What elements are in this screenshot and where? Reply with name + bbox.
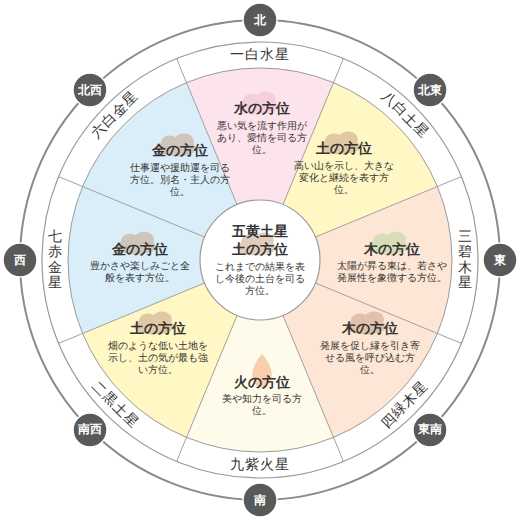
direction-name: 南西 [78, 421, 102, 438]
element-heading: 金の方位 [130, 141, 230, 159]
center-circle [200, 200, 320, 320]
element-heading: 水の方位 [216, 99, 308, 117]
star-name: 五黄土星 [212, 222, 308, 240]
star-name: 九紫火星 [230, 456, 290, 474]
element-heading: 金の方位 [88, 240, 192, 258]
element-description: 美や知力を司る方位。 [220, 393, 304, 418]
element-heading: 木の方位 [320, 319, 420, 337]
sector-text: 火の方位美や知力を司る方位。 [220, 373, 304, 418]
center-node: 五黄土星土の方位これまでの結果を表し今後の土台を司る方位。 [212, 222, 308, 297]
element-description: 豊かさや楽しみごと全般を表す方位。 [88, 260, 192, 285]
element-description: 仕事運や援助運を司る方位。別名・主人の方位。 [130, 162, 230, 199]
sector-text: 土の方位畑のような低い土地を示し、土の気が最も強い方位。 [108, 319, 208, 376]
direction-badge: 南西 [72, 412, 108, 448]
sector-divider [177, 315, 237, 461]
element-heading: 土の方位 [108, 319, 208, 337]
direction-badge: 東南 [412, 412, 448, 448]
direction-badge: 南 [242, 482, 278, 518]
direction-name: 北 [254, 12, 266, 29]
ring-inner-border [68, 68, 452, 452]
direction-name: 北西 [78, 82, 102, 99]
star-name: 一白水星 [230, 46, 290, 64]
direction-name: 東 [494, 252, 506, 269]
star-name: 七赤金星 [48, 229, 62, 291]
sector-divider [315, 283, 461, 343]
element-heading: 土の方位 [294, 139, 394, 157]
sector-text: 木の方位太陽が昇る東は、若さや発展性を象徴する方位。 [333, 240, 451, 285]
direction-name: 北東 [418, 82, 442, 99]
element-heading: 火の方位 [220, 373, 304, 391]
element-description: 高い山を示し、大きな変化と継続を表す方位。 [294, 160, 394, 197]
star-name: 三碧木星 [458, 229, 472, 291]
direction-badge: 北東 [412, 72, 448, 108]
element-heading: 土の方位 [212, 240, 308, 258]
element-description: 発展を促し縁を引き寄せる風を呼び込む方位。 [320, 340, 420, 377]
direction-sector [83, 83, 237, 237]
star-ring [42, 42, 478, 478]
element-description: これまでの結果を表し今後の土台を司る方位。 [212, 261, 308, 298]
sector-text: 木の方位発展を促し縁を引き寄せる風を呼び込む方位。 [320, 319, 420, 376]
direction-badge: 西 [2, 242, 38, 278]
sector-divider [59, 177, 205, 237]
direction-name: 西 [14, 252, 26, 269]
element-heading: 木の方位 [333, 240, 451, 258]
sector-text: 土の方位高い山を示し、大きな変化と継続を表す方位。 [294, 139, 394, 196]
outer-ring [20, 20, 500, 500]
sector-divider [283, 315, 343, 461]
direction-badge: 東 [482, 242, 518, 278]
element-description: 畑のような低い土地を示し、土の気が最も強い方位。 [108, 340, 208, 377]
sector-text: 水の方位悪い気を流す作用があり、愛情を司る方位。 [216, 99, 308, 156]
direction-badge: 北西 [72, 72, 108, 108]
element-description: 太陽が昇る東は、若さや発展性を象徴する方位。 [333, 260, 451, 285]
sector-text: 金の方位豊かさや楽しみごと全般を表す方位。 [88, 240, 192, 285]
element-description: 悪い気を流す作用があり、愛情を司る方位。 [216, 120, 308, 157]
direction-name: 東南 [418, 421, 442, 438]
direction-badge: 北 [242, 2, 278, 38]
direction-name: 南 [254, 492, 266, 509]
sector-text: 金の方位仕事運や援助運を司る方位。別名・主人の方位。 [130, 141, 230, 198]
